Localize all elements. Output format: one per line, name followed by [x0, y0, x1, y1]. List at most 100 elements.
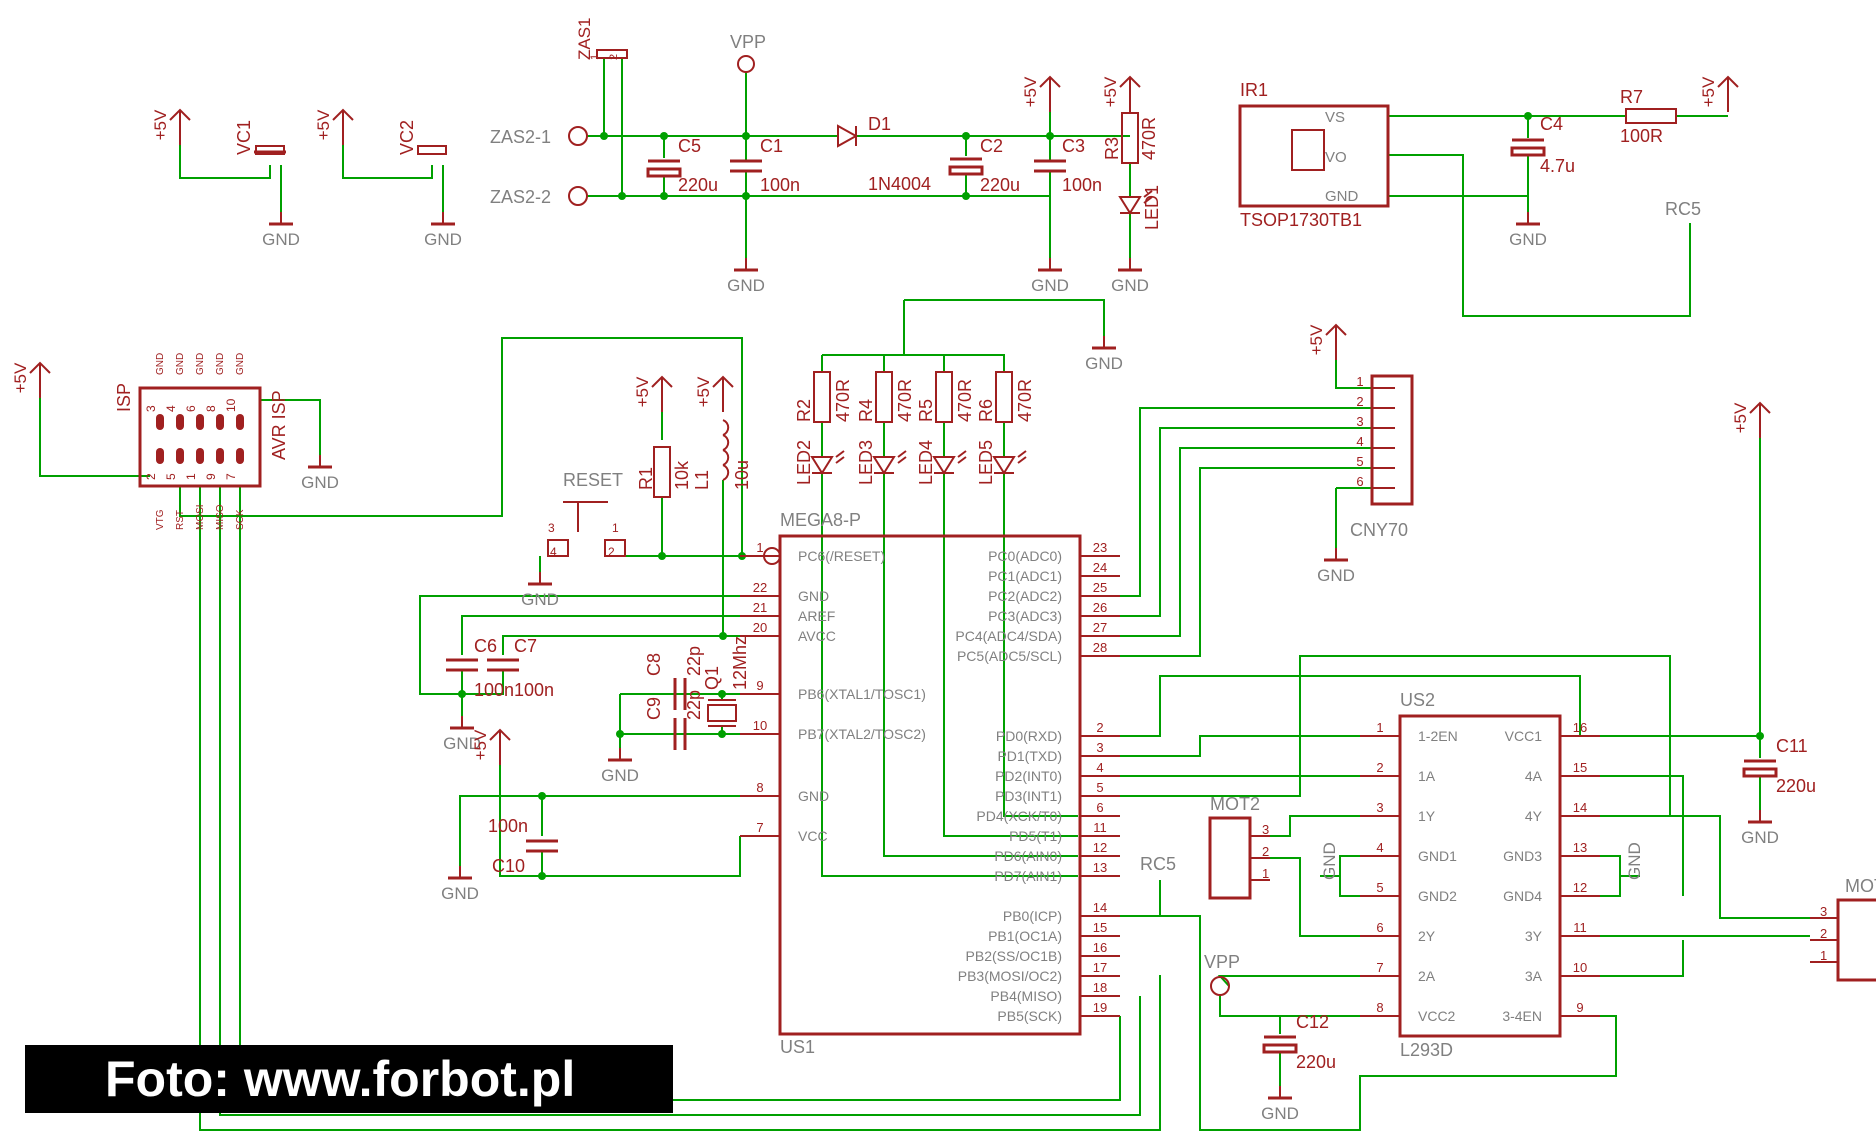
led1-label: LED1 — [1142, 185, 1162, 230]
cny-pin-num: 2 — [1356, 394, 1363, 409]
mcu-pin-num: 3 — [1096, 740, 1103, 755]
mcu-pin-name: PC1(ADC1) — [988, 568, 1062, 584]
resistor — [875, 371, 893, 423]
mot-pin-num: 1 — [1262, 866, 1269, 881]
isp-pin-num: 6 — [184, 405, 198, 412]
pin-num: 1 — [589, 54, 601, 60]
wire — [39, 398, 150, 477]
wire — [1270, 857, 1360, 937]
wire — [1120, 447, 1372, 637]
ir1-vs: VS — [1325, 109, 1345, 126]
l293d-ref: US2 — [1400, 690, 1435, 710]
gnd-label: GND — [424, 230, 462, 249]
reset-pin-box — [604, 539, 626, 557]
c8-label: C8 — [644, 653, 664, 676]
mcu-pin-name: PC5(ADC5/SCL) — [957, 648, 1062, 664]
reset-pin-box — [547, 539, 569, 557]
mcu-pin-num: 15 — [1093, 920, 1107, 935]
c12-label: C12 — [1296, 1012, 1329, 1032]
mcu-pin-num: 21 — [753, 600, 767, 615]
mcu-pin-name: PB3(MOSI/OC2) — [958, 968, 1062, 984]
wires — [39, 58, 1810, 1131]
c12-value: 220u — [1296, 1052, 1336, 1072]
led-ray — [835, 456, 845, 464]
l293d-pin-name: GND4 — [1503, 888, 1542, 904]
led-ray — [957, 456, 967, 464]
led-ray — [1143, 190, 1153, 198]
junction-dot — [538, 872, 546, 880]
parts — [29, 49, 1876, 1100]
isp-pin — [196, 448, 204, 464]
mot-pin-num: 3 — [1262, 822, 1269, 837]
wire — [342, 145, 433, 179]
r7-label: R7 — [1620, 87, 1643, 107]
c11-label: C11 — [1776, 736, 1808, 756]
c2-label: C2 — [980, 136, 1003, 156]
mcu-pin-num: 13 — [1093, 860, 1107, 875]
vcc-arrow — [489, 728, 511, 741]
mot2-body — [1208, 816, 1252, 900]
l293d-pin-num: 6 — [1376, 920, 1383, 935]
mcu-pin-name: PC2(ADC2) — [988, 588, 1062, 604]
l293d-pin-num: 11 — [1573, 920, 1587, 935]
l293d-pin-num: 8 — [1376, 1000, 1383, 1015]
mcu-pin-name: PD5(T1) — [1009, 828, 1062, 844]
wire — [462, 671, 504, 695]
wire — [179, 337, 743, 556]
vpp-terminal-2 — [1210, 976, 1230, 996]
zas2-2-label: ZAS2-2 — [490, 187, 551, 207]
ir1-label: IR1 — [1240, 80, 1268, 100]
vcc-arrow — [712, 375, 734, 388]
mcu-pin-name: GND — [798, 788, 829, 804]
l293d-name: L293D — [1400, 1040, 1453, 1060]
l293d-pin-name: 1-2EN — [1418, 728, 1458, 744]
ir1-part: TSOP1730TB1 — [1240, 210, 1362, 230]
resistor — [995, 371, 1013, 423]
mcu-pin-name: PB1(OC1A) — [988, 928, 1062, 944]
mcu-pin-num: 28 — [1093, 640, 1107, 655]
led-label: LED5 — [976, 440, 996, 485]
mcu-pin-num: 10 — [753, 718, 767, 733]
mcu-pin-name: PC0(ADC0) — [988, 548, 1062, 564]
isp-pin-num: 8 — [204, 405, 218, 412]
mcu-pin-num: 5 — [1096, 780, 1103, 795]
cny-pin-num: 5 — [1356, 454, 1363, 469]
vcc-label: +5V — [471, 729, 490, 760]
c10-label: C10 — [492, 856, 525, 876]
r1-label: R1 — [636, 467, 656, 490]
c7-label: C7 — [514, 636, 537, 656]
mcu-name: MEGA8-P — [780, 510, 861, 530]
vc1-label: VC1 — [234, 120, 254, 155]
l293d-pin-num: 12 — [1573, 880, 1587, 895]
wire — [943, 473, 1078, 837]
c9-label: C9 — [644, 697, 664, 720]
l293d-pin-name: 2Y — [1418, 928, 1436, 944]
isp-pin-num: 9 — [204, 473, 218, 480]
cap-plate-pol — [948, 165, 984, 176]
led-body — [992, 456, 1016, 475]
mcu-pin-num: 11 — [1093, 820, 1107, 835]
wire — [179, 145, 271, 179]
q1-value: 12Mhz — [730, 636, 750, 690]
mcu-pin-num: 4 — [1096, 760, 1103, 775]
isp-pin-num: 4 — [164, 405, 178, 412]
mcu-pin-num: 1 — [756, 540, 763, 555]
led-ray — [897, 456, 907, 464]
mcu-pin-name: GND — [798, 588, 829, 604]
isp-name: AVR ISP — [269, 390, 289, 460]
gnd-label: GND — [1320, 842, 1339, 880]
mcu-pin-num: 8 — [756, 780, 763, 795]
led-body — [932, 456, 956, 475]
isp-pin-num: 1 — [184, 473, 198, 480]
vc1-body — [255, 145, 285, 155]
rc5-label-2: RC5 — [1140, 854, 1176, 874]
gnd-label: GND — [1111, 276, 1149, 295]
wire — [1600, 775, 1684, 896]
wire — [1120, 427, 1372, 617]
l1-coil — [722, 449, 730, 466]
mcu-pin-name: PB0(ICP) — [1003, 908, 1062, 924]
wire — [1120, 407, 1372, 597]
isp-top-label: GND — [175, 353, 186, 375]
d1-label: D1 — [868, 114, 891, 134]
